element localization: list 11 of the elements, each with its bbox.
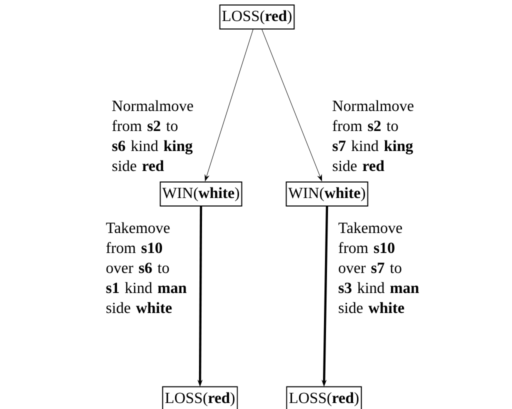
state-box: LOSS(red) [219, 4, 295, 30]
edge-label: Takemove from s10 over s7 to s3 kind man side white [338, 222, 419, 314]
state-box: LOSS(red) [286, 386, 362, 409]
edge-label: Takemove from s10 over s6 to s1 kind man side white [106, 222, 187, 314]
state-box: WIN(white) [160, 182, 242, 206]
state-box: WIN(white) [286, 182, 368, 206]
arrow [204, 29, 254, 182]
arrow [262, 29, 322, 182]
edge-label: Normalmove from s2 to s6 kind king side red [112, 100, 194, 172]
state-box: LOSS(red) [162, 386, 238, 409]
edge-label: Normalmove from s2 to s7 kind king side red [332, 100, 414, 172]
